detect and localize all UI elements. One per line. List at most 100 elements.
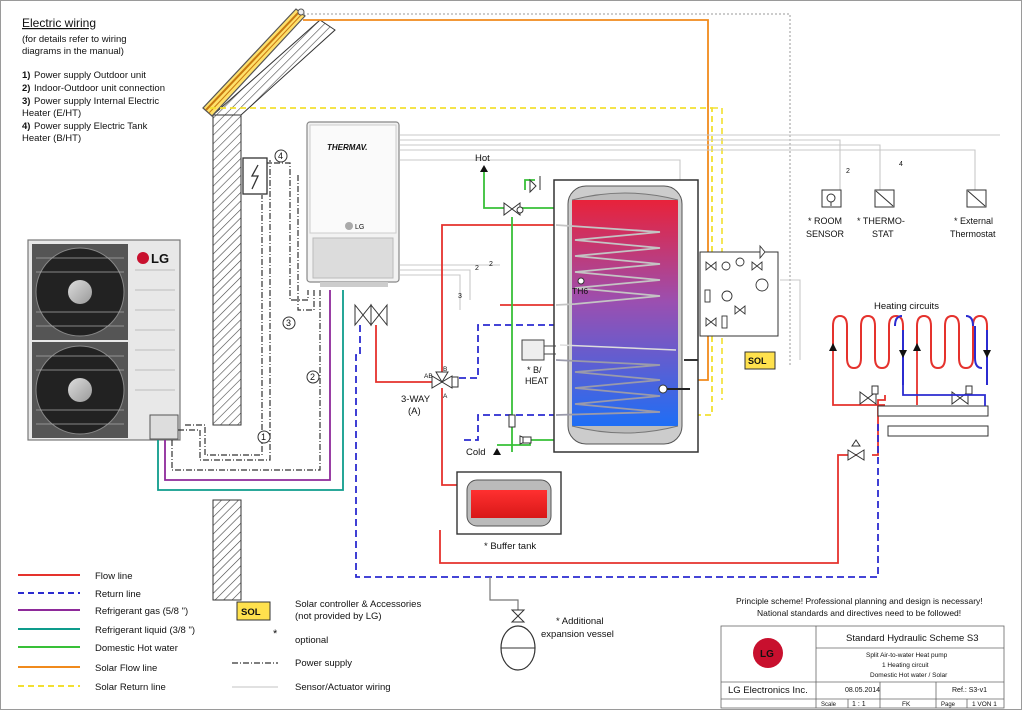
wire-num-s3: 3 <box>458 293 462 300</box>
legend-sensor: Sensor/Actuator wiring <box>295 682 391 693</box>
flow-arrow-up-icon-2 <box>913 343 921 351</box>
hot-cold: Hot Cold <box>466 153 501 458</box>
legend-sol-box <box>236 601 271 621</box>
scale-value: 1 : 1 <box>852 701 866 708</box>
wire-num-4: 4 <box>278 151 283 161</box>
return-arrow-down-icon-2 <box>983 350 991 358</box>
hot-arrow-icon <box>480 165 488 172</box>
legend-liquid: Refrigerant liquid (3/8 ") <box>95 625 195 636</box>
wiring-item-3-num: 3) <box>22 96 30 107</box>
b-heat-heater: * B/ HEAT <box>521 339 556 386</box>
scheme-title: Standard Hydraulic Scheme S3 <box>846 633 979 644</box>
return-arrow-down-icon <box>899 350 907 358</box>
roof <box>211 19 336 116</box>
title-block-logo: LG <box>760 649 774 660</box>
legend-optional: optional <box>295 635 328 646</box>
wiring-item-1: Power supply Outdoor unit <box>34 70 146 81</box>
dhw-line-components <box>508 414 532 445</box>
lightning-icon <box>250 164 260 190</box>
manifold-top <box>877 405 989 417</box>
outdoor-connection-box <box>149 414 179 440</box>
electric-panel <box>242 157 268 195</box>
scheme-desc-3: Domestic Hot water / Solar <box>870 672 948 679</box>
legend-return: Return line <box>95 589 141 600</box>
legend-flow: Flow line <box>95 571 133 582</box>
wire-num-1: 1 <box>261 432 266 442</box>
wiring-item-4: Power supply Electric Tank <box>34 121 148 132</box>
wire-num-s4: 4 <box>899 161 903 168</box>
legend-sol-text-1: Solar controller & Accessories <box>295 599 421 610</box>
fk-label: FK <box>902 701 911 708</box>
b-heat-label-1: * B/ <box>527 365 542 375</box>
dhw-tank: TH6 <box>553 179 699 453</box>
scheme-desc-2: 1 Heating circuit <box>882 662 929 669</box>
ext-thermostat-label-1: * External <box>954 216 993 226</box>
expansion-label-2: expansion vessel <box>541 629 614 640</box>
dhw-lines <box>483 170 557 452</box>
thermostat-label-2: STAT <box>872 229 894 239</box>
scheme-ref: Ref.: S3-v1 <box>952 687 987 694</box>
legend-labels: Flow line Return line Refrigerant gas (5… <box>95 571 421 693</box>
scale-label: Scale <box>821 702 837 708</box>
flow-lines <box>375 224 886 564</box>
title-block-text: LG LG Electronics Inc. Standard Hydrauli… <box>728 633 997 708</box>
solar-lines <box>210 13 791 416</box>
three-way-valve <box>431 371 459 389</box>
indoor-logo: LG <box>355 224 364 231</box>
port-b: B <box>443 366 447 373</box>
three-way-label: 3-WAY <box>401 394 431 405</box>
legend-solar-return: Solar Return line <box>95 682 166 693</box>
legend-power: Power supply <box>295 658 352 669</box>
b-heat-label-2: HEAT <box>525 376 549 386</box>
legend-sol-text-2: (not provided by LG) <box>295 611 382 622</box>
wire-num-3: 3 <box>286 318 291 328</box>
disclaimer-2: National standards and directives need t… <box>757 608 961 618</box>
electric-wiring-box: Electric wiring (for details refer to wi… <box>22 16 165 144</box>
legend-sol-label: SOL <box>241 607 261 618</box>
sol-label: SOL <box>748 356 767 366</box>
flow-arrow-up-icon <box>829 343 837 351</box>
legend-optional-mark: * <box>273 628 278 640</box>
expansion-vessel: * Additional expansion vessel <box>489 577 614 671</box>
outdoor-unit: LG <box>27 239 181 441</box>
room-sensor-label-1: * ROOM <box>808 216 842 226</box>
heating-circuits: Heating circuits <box>829 301 991 461</box>
lg-indoor-logo-icon <box>345 222 353 230</box>
indoor-valves <box>354 303 388 327</box>
wiring-note-2: diagrams in the manual) <box>22 46 124 57</box>
wire-num-s2c: 2 <box>489 261 493 268</box>
wiring-item-4-num: 4) <box>22 121 30 132</box>
hot-label: Hot <box>475 153 490 164</box>
wire-num-s2b: 2 <box>475 265 479 272</box>
thermostat-label-1: * THERMO- <box>857 216 905 226</box>
wiring-title: Electric wiring <box>22 16 96 30</box>
legend <box>18 574 80 687</box>
wiring-item-2: Indoor-Outdoor unit connection <box>34 83 165 94</box>
cold-arrow-icon <box>493 448 501 455</box>
title-block <box>720 625 1005 709</box>
disclaimer-1: Principle scheme! Professional planning … <box>736 596 983 606</box>
upper-coil <box>555 224 661 306</box>
wire-num-s2: 2 <box>846 168 850 175</box>
wiring-item-3b: Heater (E/HT) <box>22 108 81 119</box>
company-name: LG Electronics Inc. <box>728 685 808 696</box>
legend-dhw: Domestic Hot water <box>95 643 178 654</box>
room-controls: * ROOM SENSOR * THERMO- STAT * External … <box>458 161 996 300</box>
return-lines <box>355 324 879 578</box>
scheme-desc-1: Split Air-to-water Heat pump <box>866 652 948 659</box>
buffer-tank: * Buffer tank <box>456 471 562 552</box>
ext-thermostat-label-2: Thermostat <box>950 229 996 239</box>
wire-num-2: 2 <box>310 372 315 382</box>
expansion-label-1: * Additional <box>556 616 604 627</box>
port-a: A <box>443 393 448 400</box>
lower-coil <box>555 359 661 416</box>
manifold-bottom <box>887 425 989 437</box>
port-ab: AB <box>424 373 433 380</box>
wiring-item-3: Power supply Internal Electric <box>34 96 159 107</box>
lg-outdoor-logo-icon <box>137 252 149 264</box>
th6-label: TH6 <box>572 286 588 296</box>
wiring-item-4b: Heater (B/HT) <box>22 133 81 144</box>
dhw-mixing-valve <box>503 176 541 216</box>
indoor-unit: THERMAV. LG <box>306 121 400 287</box>
